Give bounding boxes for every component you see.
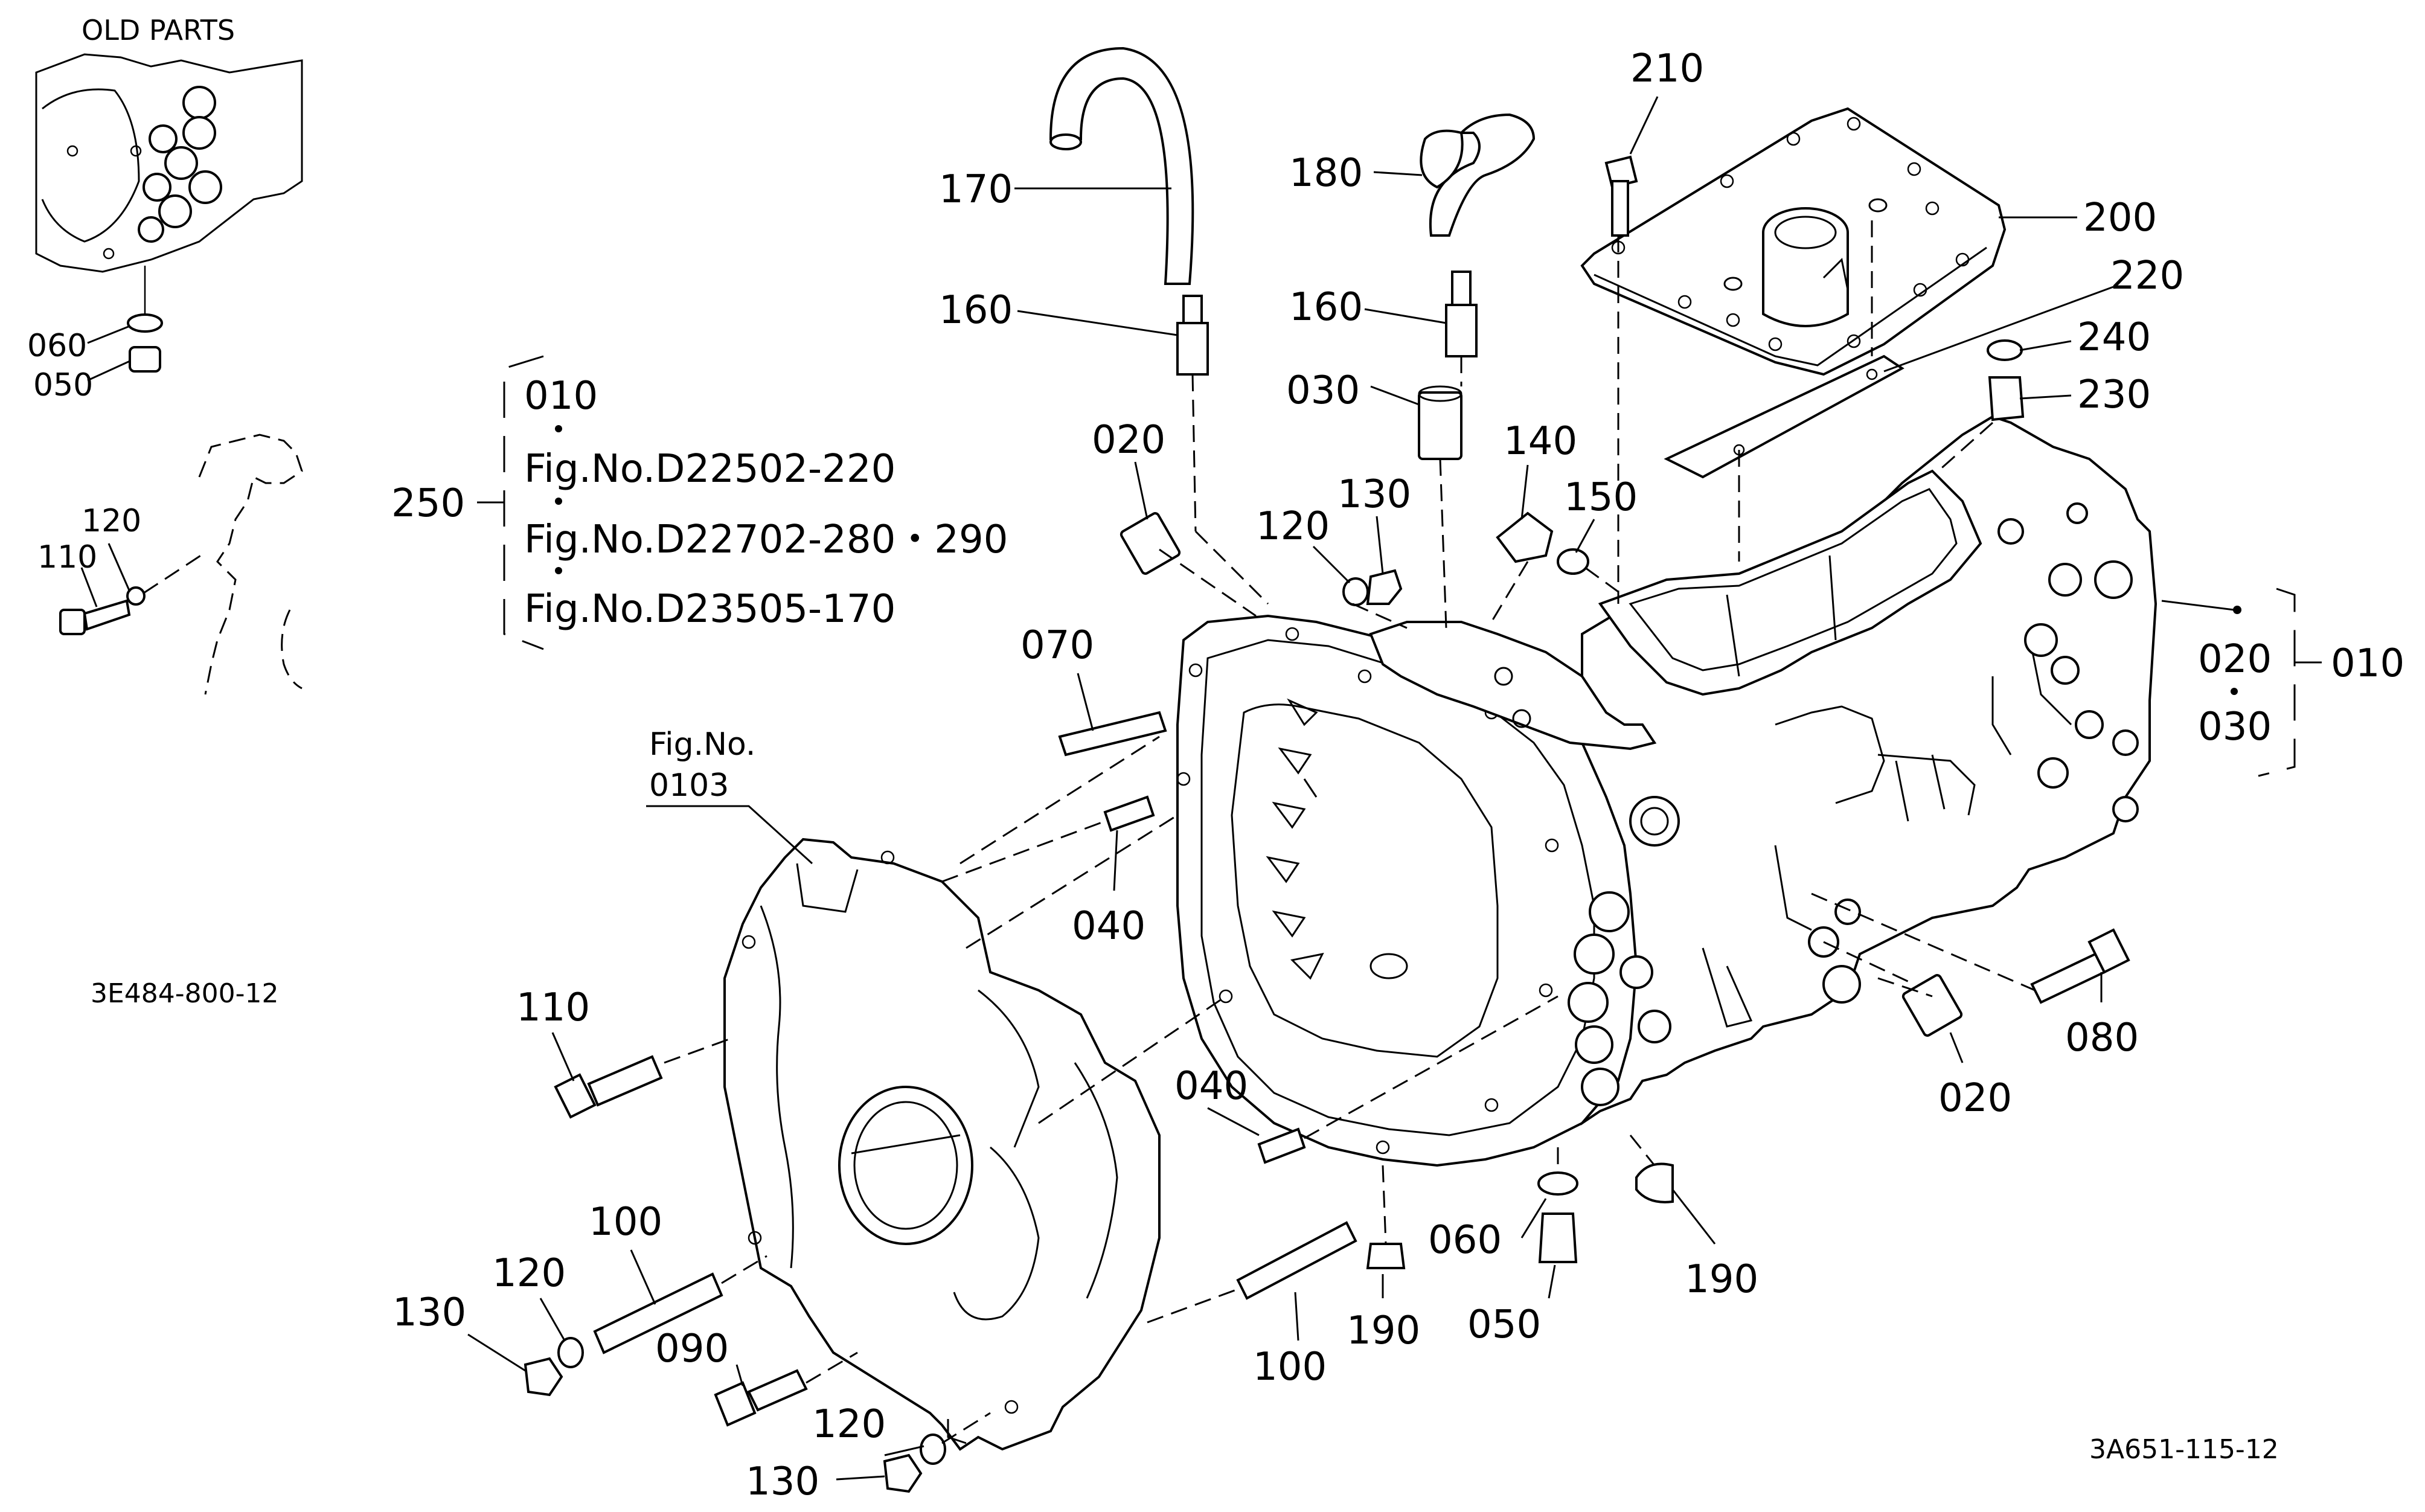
diagram-code: 3A651-115-12 bbox=[2089, 1434, 2279, 1465]
part-labels: 170 180 160 160 030 020 120 130 140 150 … bbox=[392, 46, 2184, 1504]
old-parts-bolt-sketch bbox=[59, 434, 303, 695]
old-label-050: 050 bbox=[33, 367, 93, 403]
group-250-item-010: 010 bbox=[524, 374, 598, 418]
old-parts-housing-sketch bbox=[35, 53, 303, 273]
group-250-item-ref2: Fig.No.D22702-280・290 bbox=[524, 517, 1008, 562]
old-label-060: 060 bbox=[27, 328, 87, 364]
label-030: 030 bbox=[1286, 368, 1360, 413]
top-cover bbox=[1580, 107, 2007, 376]
sleeve-030 bbox=[1418, 391, 1462, 460]
group-010: 010 020 030 bbox=[2161, 588, 2404, 777]
washer-060 bbox=[1537, 1171, 1578, 1196]
label-120c: 120 bbox=[812, 1402, 886, 1447]
label-150: 150 bbox=[1564, 475, 1638, 520]
group-250-number: 250 bbox=[391, 481, 465, 526]
label-120b: 120 bbox=[492, 1251, 566, 1296]
group-010-number: 010 bbox=[2331, 641, 2404, 686]
label-100b: 100 bbox=[1253, 1345, 1327, 1389]
label-080: 080 bbox=[2065, 1016, 2139, 1060]
nut-130a bbox=[1366, 569, 1403, 605]
label-110: 110 bbox=[516, 985, 590, 1030]
washer-120c bbox=[920, 1434, 946, 1465]
bolt-090 bbox=[714, 1369, 808, 1427]
part-180 bbox=[1429, 113, 1536, 237]
label-130b: 130 bbox=[392, 1290, 466, 1335]
label-200: 200 bbox=[2083, 196, 2157, 240]
dowel-040a bbox=[1103, 795, 1155, 832]
label-170: 170 bbox=[939, 167, 1013, 212]
stud-070 bbox=[1058, 711, 1167, 757]
fig-ref-line1: Fig.No. bbox=[649, 726, 755, 763]
label-040b: 040 bbox=[1174, 1064, 1248, 1109]
washer-120a bbox=[1342, 577, 1369, 606]
plug-icon bbox=[129, 346, 161, 373]
fitting-160a bbox=[1176, 295, 1209, 376]
group-010-item-030: 030 bbox=[2198, 705, 2272, 749]
leader-lines bbox=[467, 96, 2114, 1481]
label-190b: 190 bbox=[1685, 1257, 1758, 1302]
label-220: 220 bbox=[2110, 254, 2184, 298]
group-250-item-ref3: Fig.No.D23505-170 bbox=[524, 587, 895, 632]
gasket bbox=[1664, 354, 1904, 479]
label-210: 210 bbox=[1630, 46, 1704, 91]
label-130a: 130 bbox=[1337, 472, 1411, 517]
group-010-item-020: 020 bbox=[2198, 637, 2272, 682]
washer-240 bbox=[1987, 339, 2023, 361]
hose-170 bbox=[1049, 46, 1194, 285]
label-240: 240 bbox=[2077, 315, 2151, 360]
label-190a: 190 bbox=[1347, 1309, 1420, 1353]
flywheel-housing bbox=[723, 838, 1161, 1451]
label-160a: 160 bbox=[939, 288, 1013, 333]
transmission-case bbox=[1176, 415, 2158, 1167]
old-label-120: 120 bbox=[82, 503, 141, 539]
label-160b: 160 bbox=[1289, 285, 1363, 330]
washer-icon bbox=[127, 313, 163, 333]
group-250-item-ref1: Fig.No.D22502-220 bbox=[524, 447, 895, 492]
old-parts-inset: OLD PARTS 060 050 120 bbox=[27, 14, 303, 1009]
plug-190a bbox=[1366, 1243, 1406, 1269]
label-100a: 100 bbox=[589, 1200, 662, 1245]
washer-120b bbox=[557, 1337, 584, 1368]
fitting-160b bbox=[1445, 271, 1478, 357]
label-050: 050 bbox=[1467, 1302, 1541, 1347]
plug-230 bbox=[1988, 376, 2025, 421]
plug-140 bbox=[1496, 511, 1554, 563]
stud-100a bbox=[593, 1272, 723, 1354]
label-120a: 120 bbox=[1256, 504, 1330, 549]
label-070: 070 bbox=[1020, 623, 1094, 668]
label-230: 230 bbox=[2077, 373, 2151, 417]
sleeve-020b bbox=[1901, 974, 1963, 1037]
label-130c: 130 bbox=[746, 1459, 819, 1504]
sleeve-020a bbox=[1120, 512, 1181, 575]
o-ring-150 bbox=[1557, 548, 1589, 575]
plug-050 bbox=[1538, 1212, 1578, 1263]
nut-130c bbox=[883, 1453, 923, 1493]
fig-ref-line2: 0103 bbox=[649, 767, 729, 804]
assembly-lines bbox=[664, 220, 2036, 1444]
old-parts-code: 3E484-800-12 bbox=[91, 978, 279, 1009]
label-020b: 020 bbox=[1938, 1076, 2012, 1121]
stud-100b bbox=[1236, 1221, 1357, 1300]
bolt-110 bbox=[554, 1055, 663, 1119]
label-060: 060 bbox=[1428, 1218, 1502, 1263]
bolt-210 bbox=[1604, 155, 1638, 237]
old-label-110: 110 bbox=[37, 539, 97, 575]
label-040a: 040 bbox=[1072, 904, 1145, 949]
label-090: 090 bbox=[655, 1327, 729, 1371]
bolt-080 bbox=[2030, 928, 2130, 1004]
label-020a: 020 bbox=[1092, 418, 1165, 463]
nut-130b bbox=[524, 1357, 563, 1397]
old-parts-title: OLD PARTS bbox=[82, 14, 235, 46]
fig-reference: Fig.No. 0103 bbox=[649, 726, 755, 804]
label-180: 180 bbox=[1289, 151, 1363, 196]
plug-190b bbox=[1635, 1162, 1674, 1203]
dowel-040b bbox=[1257, 1127, 1306, 1164]
group-250: 250 010 Fig.No.D22502-220 Fig.No.D22702-… bbox=[391, 355, 1008, 650]
label-140: 140 bbox=[1504, 419, 1577, 464]
